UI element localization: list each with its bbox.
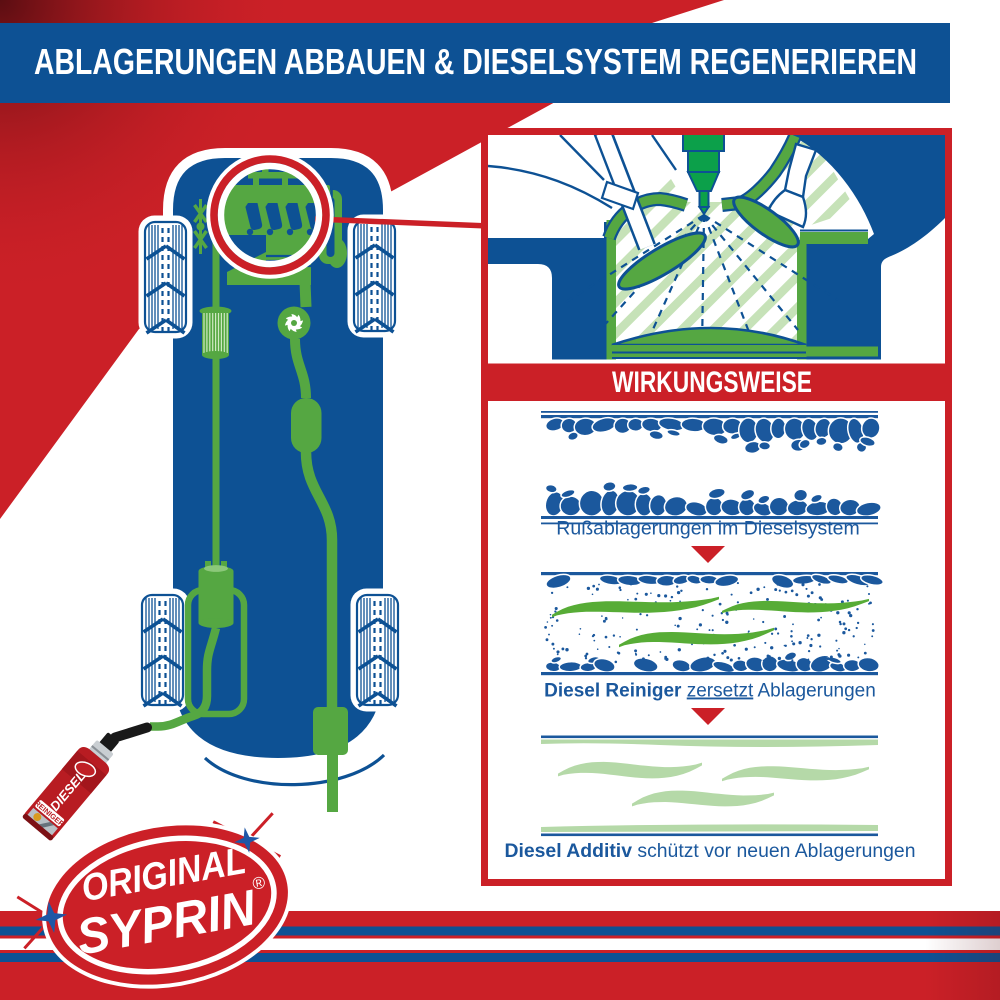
svg-text:Diesel Additiv schützt vor neu: Diesel Additiv schützt vor neuen Ablager… <box>504 840 915 862</box>
svg-text:®: ® <box>251 873 267 894</box>
svg-text:ABLAGERUNGEN ABBAUEN & DIESELS: ABLAGERUNGEN ABBAUEN & DIESELSYSTEM REGE… <box>34 41 917 82</box>
svg-text:WIRKUNGSWEISE: WIRKUNGSWEISE <box>612 366 812 399</box>
svg-text:Diesel Reiniger zersetzt Ablag: Diesel Reiniger zersetzt Ablagerungen <box>544 681 876 702</box>
svg-text:Rußablagerungen im Dieselsyste: Rußablagerungen im Dieselsystem <box>556 518 859 540</box>
